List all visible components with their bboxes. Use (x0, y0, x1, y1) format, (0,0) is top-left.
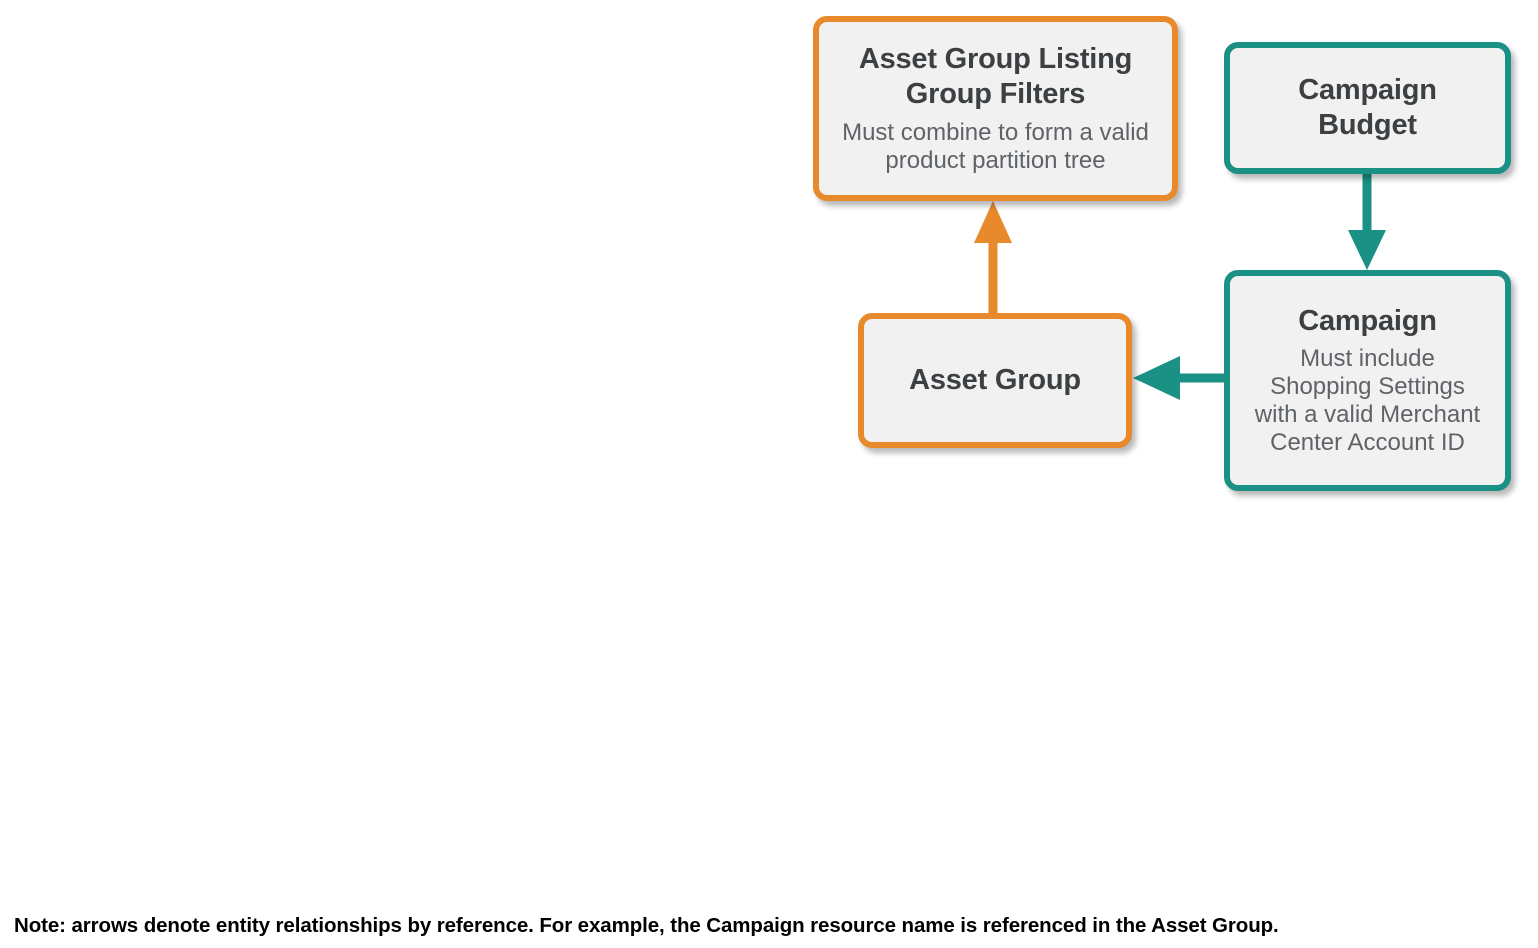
arrowhead-up-orange (974, 201, 1012, 243)
node-title: Asset Group Listing Group Filters (858, 43, 1133, 111)
edge-asset-group-to-listing-group-filters (974, 201, 1012, 314)
node-asset-group[interactable]: Asset Group (858, 313, 1132, 448)
diagram-footnote: Note: arrows denote entity relationships… (14, 914, 1279, 937)
arrowhead-down-teal (1348, 230, 1386, 270)
node-title: Campaign Budget (1298, 73, 1437, 141)
node-campaign-budget[interactable]: Campaign Budget (1224, 42, 1511, 174)
edge-campaign-budget-to-campaign (1348, 172, 1386, 270)
edge-campaign-to-asset-group (1133, 356, 1225, 400)
node-title: Campaign (1298, 304, 1437, 337)
node-title: Asset Group (909, 363, 1081, 396)
node-description: Must include Shopping Settings with a va… (1254, 345, 1481, 457)
node-description: Must combine to form a valid product par… (842, 118, 1149, 174)
arrowhead-left-teal (1133, 356, 1180, 400)
node-campaign[interactable]: Campaign Must include Shopping Settings … (1224, 270, 1511, 491)
node-asset-group-listing-group-filters[interactable]: Asset Group Listing Group Filters Must c… (813, 16, 1178, 201)
